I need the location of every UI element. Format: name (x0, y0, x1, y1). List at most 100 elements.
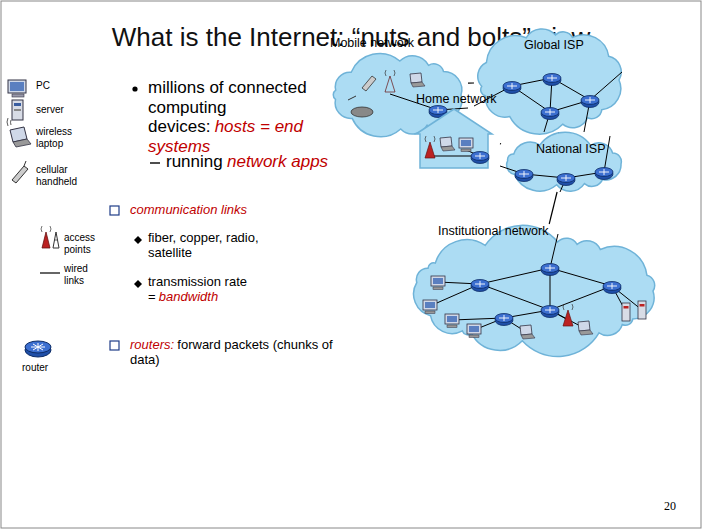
pc-base (433, 287, 443, 290)
laptop-lid (578, 321, 590, 331)
network-link (549, 192, 557, 224)
pc-monitor (431, 276, 445, 286)
bullet-text: fiber, copper, radio, satellite (148, 230, 259, 260)
text-block: PC (36, 80, 52, 92)
bullet-text: running (166, 152, 223, 171)
router-symbol (595, 168, 613, 180)
radio-waves (425, 136, 435, 142)
router-base (471, 153, 489, 164)
handheld-symbol (362, 76, 376, 91)
router-arrows (475, 281, 485, 287)
laptop-base (521, 334, 535, 339)
router-base (515, 171, 533, 182)
router-top (581, 96, 599, 105)
text-block: wireless laptop (36, 126, 80, 149)
router-top (429, 106, 447, 115)
router-base (503, 83, 521, 94)
pc-screen (469, 326, 479, 332)
text-block: routers:forward packets (chunks of data) (130, 338, 340, 368)
router-top (503, 82, 521, 91)
pc-base (447, 325, 457, 328)
network-region: National ISP (500, 136, 628, 192)
tower (563, 310, 573, 326)
router-top (595, 168, 613, 177)
pc-icon (8, 80, 26, 97)
pc-screen (447, 316, 457, 322)
router-symbol (503, 82, 521, 94)
router-arrows (599, 169, 609, 175)
router-base (495, 315, 513, 326)
router-base (471, 281, 489, 292)
pc-monitor (459, 138, 473, 148)
text-block: wired links (64, 263, 100, 286)
pc-symbol (459, 138, 473, 152)
text-block: millions of connected computing devices:… (148, 78, 326, 156)
laptop-base (579, 330, 593, 335)
text-block: server (36, 104, 66, 116)
bullet-diamond (134, 236, 142, 244)
bullet-square (110, 206, 119, 215)
wired-link-sample (40, 272, 60, 273)
server-light (624, 306, 629, 309)
laptop-lid (520, 325, 532, 335)
access-point-symbol (385, 70, 395, 92)
router-icon (25, 341, 51, 357)
laptop-base (441, 146, 455, 151)
tower (425, 142, 435, 158)
router-arrows (585, 97, 595, 103)
router-base (541, 109, 559, 120)
router-base (557, 175, 575, 186)
region-label: Mobile network (330, 36, 414, 50)
router-symbol (543, 74, 561, 86)
router-arrows (545, 307, 555, 313)
legend-text: cellular handheld (36, 164, 77, 187)
router-symbol (603, 282, 621, 294)
pc-screen (425, 302, 435, 308)
router-symbol (471, 152, 489, 164)
laptop-symbol (578, 321, 593, 335)
router-symbol (495, 314, 513, 326)
pc-monitor (445, 314, 459, 324)
router-base (541, 307, 559, 318)
legend-text: router (22, 362, 48, 373)
network-cloud (507, 132, 622, 191)
network-region: Institutional network (408, 224, 660, 348)
access-point-symbol (563, 304, 573, 326)
router-symbol (515, 170, 533, 182)
router-top (471, 280, 489, 289)
network-link (500, 143, 501, 144)
router-arrows (499, 315, 509, 321)
router-top (471, 152, 489, 161)
access-point-symbol (425, 136, 435, 158)
network-link (468, 82, 474, 83)
network-cloud (414, 225, 655, 356)
text-block: fiber, copper, radio, satellite (148, 231, 278, 261)
network-region: Home network (414, 92, 501, 168)
laptop-symbol (410, 73, 425, 87)
router-top (541, 306, 559, 315)
router-arrows (507, 83, 517, 89)
laptop-base (411, 82, 425, 87)
home-outline (416, 109, 492, 168)
wired-link (480, 268, 550, 284)
bullet-square (110, 341, 119, 350)
legend-text: PC (36, 80, 50, 91)
pc-base (469, 335, 479, 338)
server-symbol (622, 303, 630, 321)
text-block: cellular handheld (36, 164, 84, 187)
server-light (640, 304, 645, 307)
router-top (541, 264, 559, 273)
pc-monitor (423, 300, 437, 310)
router-symbol (541, 108, 559, 120)
bullet-text: communication links (130, 202, 247, 217)
router-arrows (475, 153, 485, 159)
router-symbol (471, 280, 489, 292)
network-cloud (478, 29, 621, 134)
router-base (541, 265, 559, 276)
legend-text: access points (64, 232, 95, 255)
router-arrows (545, 109, 555, 115)
text-block: router (22, 362, 51, 374)
wired-link (480, 284, 550, 310)
laptop-lid (410, 73, 422, 83)
pc-base (461, 149, 471, 152)
